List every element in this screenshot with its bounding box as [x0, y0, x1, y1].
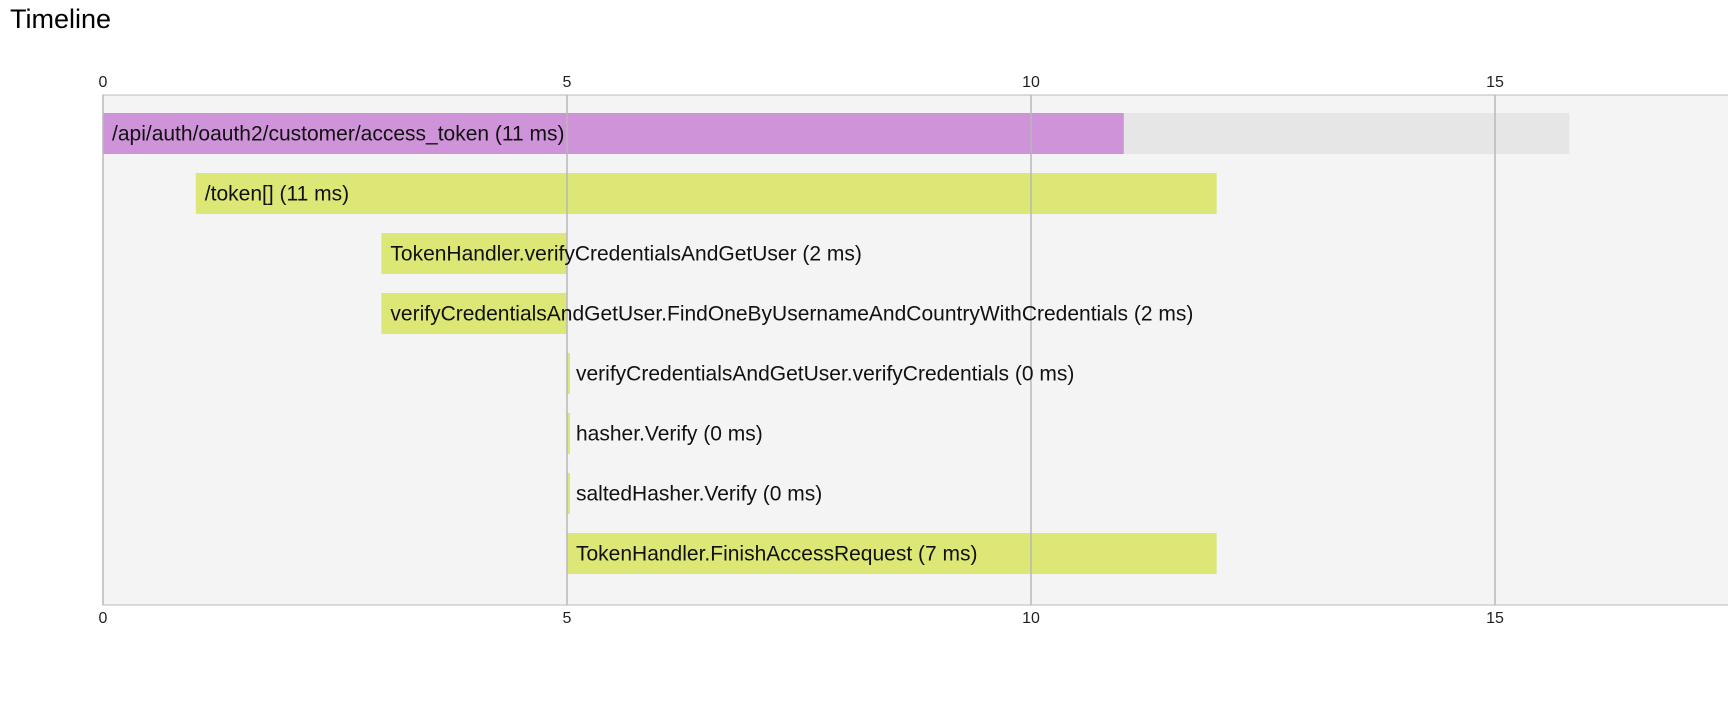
tick-label-bottom: 0: [99, 610, 108, 627]
tick-label-top: 0: [99, 74, 108, 91]
tick-label-bottom: 5: [563, 610, 572, 627]
tick-label-top: 10: [1022, 74, 1040, 91]
tick-label-top: 15: [1486, 74, 1504, 91]
span-label: hasher.Verify (0 ms): [576, 423, 763, 446]
span-label: verifyCredentialsAndGetUser.verifyCreden…: [576, 363, 1074, 386]
plot-area: [102, 94, 1728, 606]
span-bar[interactable]: [567, 533, 1217, 574]
span-bar[interactable]: [103, 113, 1124, 154]
span-bar[interactable]: [567, 473, 570, 514]
page-title: Timeline: [10, 4, 112, 34]
span-label: verifyCredentialsAndGetUser.FindOneByUse…: [390, 303, 1193, 326]
span-label: /token[] (11 ms): [205, 183, 349, 206]
tick-label-bottom: 10: [1022, 610, 1040, 627]
tick-label-top: 5: [563, 74, 572, 91]
span-bar[interactable]: [381, 233, 567, 274]
span-label: TokenHandler.verifyCredentialsAndGetUser…: [390, 243, 862, 266]
span-label: saltedHasher.Verify (0 ms): [576, 483, 822, 506]
span-label: TokenHandler.FinishAccessRequest (7 ms): [576, 543, 978, 566]
span-label: /api/auth/oauth2/customer/access_token (…: [112, 123, 565, 146]
tick-label-bottom: 15: [1486, 610, 1504, 627]
span-bar[interactable]: [195, 173, 1217, 214]
span-bar[interactable]: [567, 413, 570, 454]
span-bar[interactable]: [381, 293, 567, 334]
span-bar[interactable]: [567, 353, 570, 394]
